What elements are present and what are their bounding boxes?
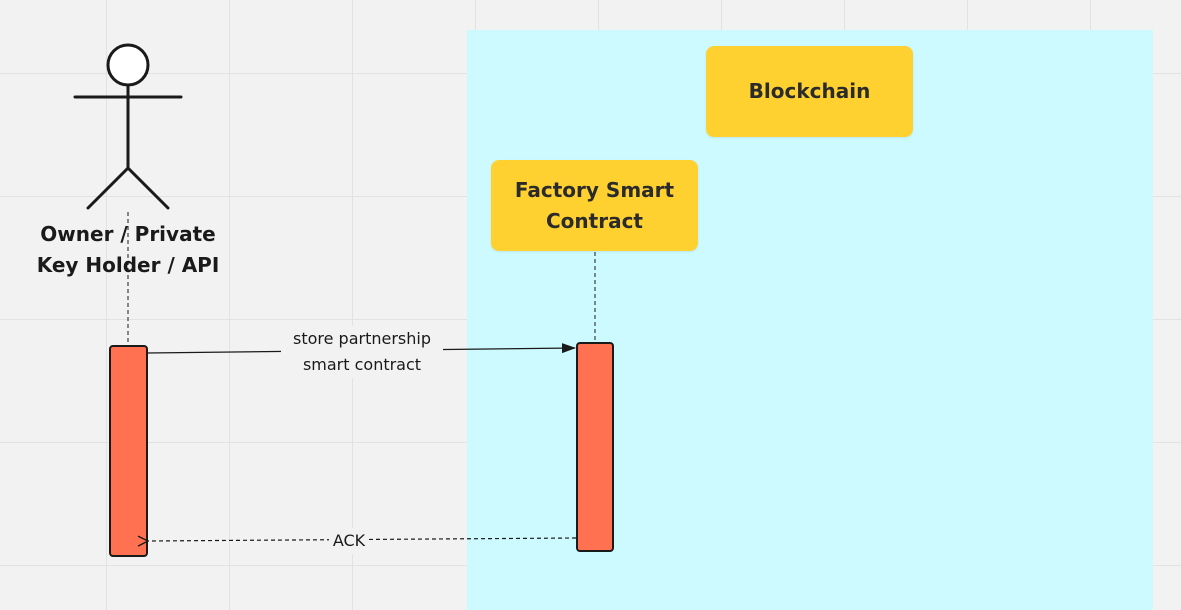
actor-label: Owner / Private Key Holder / API: [28, 219, 228, 281]
factory-label-line1: Factory Smart: [514, 177, 675, 202]
actor-icon[interactable]: [73, 43, 183, 210]
actor-activation-bar[interactable]: [109, 345, 148, 557]
store-message-label: store partnership smart contract: [281, 326, 443, 378]
actor-label-line1: Owner / Private: [40, 222, 216, 246]
ack-message-label: ACK: [329, 528, 369, 554]
store-message-line1: store partnership: [292, 329, 431, 348]
ack-message-arrow[interactable]: [148, 538, 577, 541]
factory-smart-contract-sticky[interactable]: Factory Smart Contract: [491, 160, 698, 251]
blockchain-label: Blockchain: [748, 79, 871, 103]
factory-smart-contract-label: Factory Smart Contract: [500, 175, 690, 237]
factory-activation-bar[interactable]: [576, 342, 614, 552]
blockchain-sticky[interactable]: Blockchain: [706, 46, 913, 137]
actor-label-line2: Key Holder / API: [36, 253, 220, 277]
store-message-line2: smart contract: [302, 355, 422, 374]
factory-label-line2: Contract: [546, 208, 643, 233]
